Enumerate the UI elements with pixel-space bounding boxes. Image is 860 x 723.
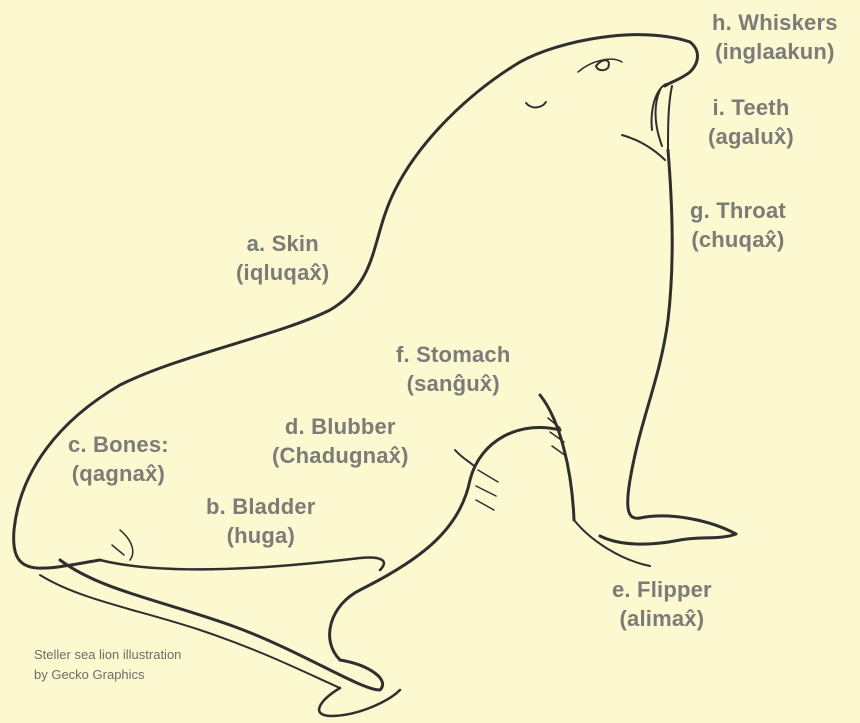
label-stomach-title: f. Stomach [396, 340, 510, 369]
label-bladder-native: (huga) [206, 521, 316, 550]
label-bones-native: (qagnax̂) [68, 459, 169, 488]
back-outline [14, 35, 690, 569]
lower-belly [100, 558, 384, 571]
label-blubber-title: d. Blubber [272, 412, 409, 441]
label-whiskers-title: h. Whiskers [712, 8, 838, 37]
label-stomach-native: (sanĝux̂) [396, 369, 510, 398]
hip-marks [112, 530, 133, 560]
label-skin: a. Skin (iqluqax̂) [236, 229, 329, 287]
label-blubber: d. Blubber (Chadugnax̂) [272, 412, 409, 470]
label-whiskers: h. Whiskers (inglaakun) [712, 8, 838, 66]
front-flipper-top [540, 395, 574, 520]
label-bones: c. Bones: (qagnax̂) [68, 430, 169, 488]
label-bladder: b. Bladder (huga) [206, 492, 316, 550]
label-teeth-title: i. Teeth [708, 93, 794, 122]
label-flipper: e. Flipper (alimax̂) [612, 575, 712, 633]
label-teeth-native: (agalux̂) [708, 122, 794, 151]
label-bladder-title: b. Bladder [206, 492, 316, 521]
ear [526, 102, 546, 107]
credit-line-1: Steller sea lion illustration [34, 645, 181, 665]
label-throat: g. Throat (chuqax̂) [690, 196, 786, 254]
label-flipper-native: (alimax̂) [612, 604, 712, 633]
whisker-pad [652, 84, 672, 150]
label-whiskers-native: (inglaakun) [712, 37, 838, 66]
hind-flipper-marks [476, 470, 498, 510]
label-skin-native: (iqluqax̂) [236, 258, 329, 287]
hind-foot [319, 688, 400, 716]
front-flipper [600, 516, 736, 544]
label-flipper-title: e. Flipper [612, 575, 712, 604]
label-skin-title: a. Skin [236, 229, 329, 258]
snout-outline [665, 42, 698, 86]
label-teeth: i. Teeth (agalux̂) [708, 93, 794, 151]
label-throat-native: (chuqax̂) [690, 225, 786, 254]
illustration-credit: Steller sea lion illustration by Gecko G… [34, 645, 181, 685]
stomach-fold [455, 450, 474, 466]
label-throat-title: g. Throat [690, 196, 786, 225]
credit-line-2: by Gecko Graphics [34, 665, 181, 685]
label-blubber-native: (Chadugnax̂) [272, 441, 409, 470]
label-bones-title: c. Bones: [68, 430, 169, 459]
throat-outline [628, 150, 673, 518]
label-stomach: f. Stomach (sanĝux̂) [396, 340, 510, 398]
